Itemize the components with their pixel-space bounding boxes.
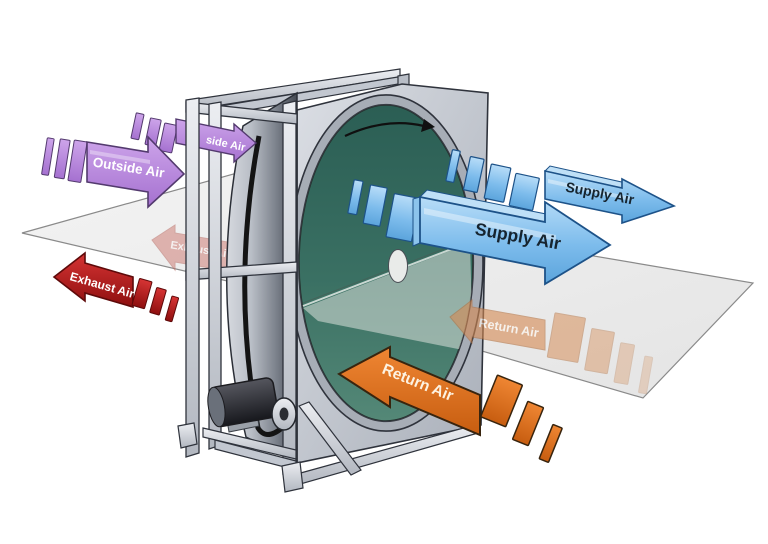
supply-air-arrow-upper: Supply Air: [445, 149, 677, 225]
frame-foot-left: [177, 422, 198, 449]
rotation-arrow-icon: [344, 119, 435, 137]
frame-front-post: [185, 97, 200, 458]
wheel-cylinder-side: [226, 91, 298, 464]
plane-through-wheel: [303, 243, 473, 352]
wheel-frame-left: [185, 100, 298, 475]
exhaust-air-arrow: Exhaust Air: [52, 251, 180, 323]
return-air-arrow-faded: Return Air: [449, 298, 654, 395]
frame-brace: [298, 401, 362, 476]
supply-air-arrow-main: Supply Air: [347, 179, 612, 286]
frame-foot-right: [281, 461, 304, 493]
return-air-faded-dashes: [546, 312, 654, 395]
supply-air-main-dashes: [347, 179, 421, 243]
return-air-arrow-main: Return Air: [337, 345, 563, 463]
return-air-dashes: [480, 374, 563, 463]
supply-air-upper-dashes: [445, 149, 540, 211]
wheel-hub: [388, 249, 408, 283]
outside-air-arrow: Outside Air: [41, 135, 186, 209]
exhaust-air-dashes: [131, 278, 180, 323]
frame-base: [177, 401, 479, 493]
outside-air-dashes: [41, 137, 88, 183]
drive-motor: [207, 377, 297, 433]
drive-belt: [242, 135, 284, 437]
